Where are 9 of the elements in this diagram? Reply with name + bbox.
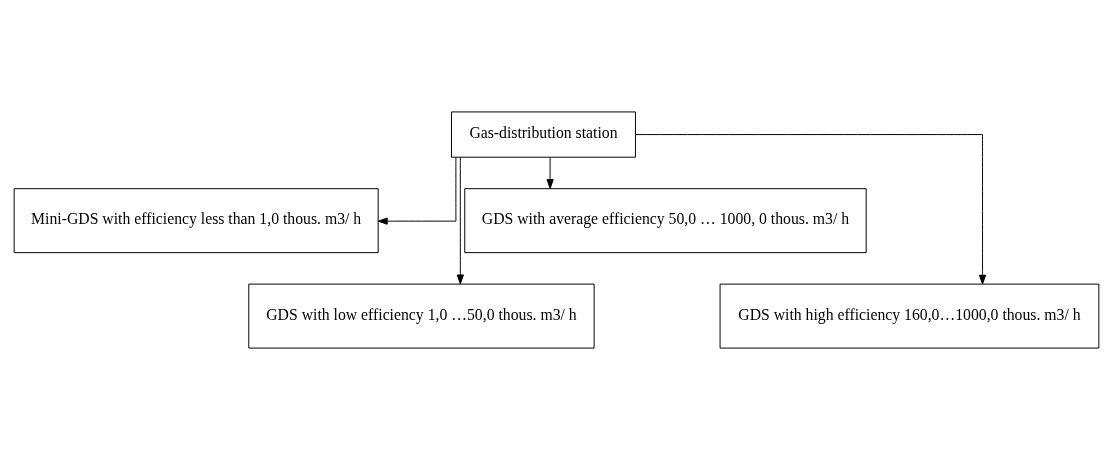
node-box: Gas-distribution station	[451, 110, 636, 158]
arrow	[377, 156, 457, 225]
node-box: GDS with high efficiency 160,0…1000,0 thous. m3/ h	[719, 283, 1100, 349]
node-box: GDS with average efficiency 50,0 … 1000, 0 thous. m3/ h	[464, 187, 867, 253]
node-box: GDS with low efficiency 1,0 …50,0 thous. m3/ h	[248, 283, 595, 349]
arrow	[635, 133, 987, 285]
arrow	[456, 156, 464, 284]
node-box: Mini-GDS with efficiency less than 1,0 thous. m3/ h	[13, 187, 379, 253]
arrow	[546, 156, 554, 189]
